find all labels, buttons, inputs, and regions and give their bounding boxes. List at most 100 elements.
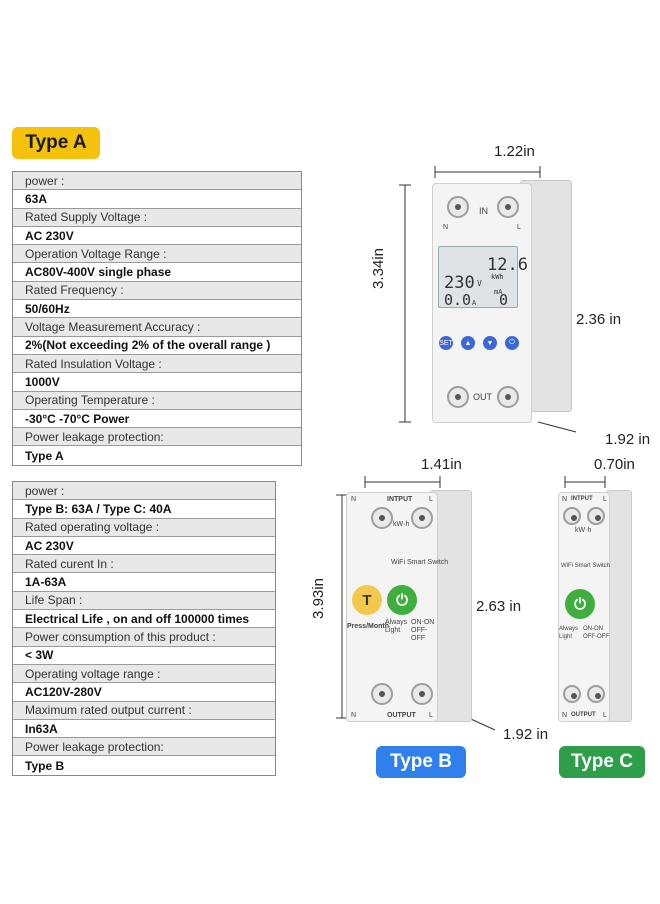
- l-label: L: [603, 496, 607, 503]
- spec-label: Power leakage protection:: [13, 428, 301, 447]
- voltage-unit: V: [477, 279, 482, 288]
- type-b-badge: Type B: [376, 746, 466, 778]
- spec-value: 50/60Hz: [13, 300, 301, 319]
- spec-value: -30°C -70°C Power: [13, 409, 301, 429]
- screw-icon: [447, 196, 469, 218]
- spec-label: Operating voltage range :: [13, 664, 275, 684]
- l-label: L: [429, 496, 433, 503]
- spec-value: AC 230V: [13, 536, 275, 556]
- spec-value: 2%(Not exceeding 2% of the overall range…: [13, 336, 301, 355]
- power-button[interactable]: ⏻: [565, 589, 595, 619]
- type-a-badge: Type A: [12, 127, 100, 159]
- up-arrow-icon[interactable]: ▲: [461, 336, 475, 350]
- type-b-device: N INTPUT L kW·h WiFi Smart Switch T ⏻ Pr…: [346, 492, 448, 722]
- spec-value: AC 230V: [13, 226, 301, 246]
- spec-label: Rated operating voltage :: [13, 518, 275, 537]
- spec-value: < 3W: [13, 646, 275, 665]
- type-a-device: IN N L 230 V 12.6 kWh 0.0 A mA 0 SET ▲ ▼…: [432, 183, 532, 423]
- out-label: OUT: [473, 392, 492, 402]
- type-a-lcd: 230 V 12.6 kWh 0.0 A mA 0: [438, 246, 528, 309]
- screw-icon: [563, 507, 581, 525]
- screw-icon: [371, 683, 393, 705]
- screw-icon: [497, 386, 519, 408]
- screw-icon: [371, 507, 393, 529]
- type-b-width-label: 1.41in: [421, 456, 462, 473]
- energy-value: 12.6: [487, 255, 528, 275]
- always-light-label: Always Light: [559, 626, 579, 640]
- title-label: WiFi Smart Switch: [561, 563, 611, 569]
- spec-label: power :: [13, 482, 275, 501]
- spec-label: Power consumption of this product :: [13, 628, 275, 647]
- kwh-label: kW·h: [393, 521, 410, 528]
- power-button[interactable]: ⏻: [387, 585, 417, 615]
- type-b-height-label: 3.93in: [309, 578, 327, 619]
- screw-icon: [411, 683, 433, 705]
- input-label: INTPUT: [387, 496, 413, 503]
- current-unit: A: [472, 299, 477, 307]
- type-a-depth-label: 1.92 in: [605, 431, 651, 448]
- press-month-label: Press/Month: [347, 623, 390, 630]
- spec-label: Life Span :: [13, 591, 275, 611]
- in-label: IN: [479, 206, 488, 216]
- spec-value: AC120V-280V: [13, 683, 275, 702]
- screw-icon: [447, 386, 469, 408]
- type-b-body-label: 2.63 in: [476, 598, 522, 615]
- set-button[interactable]: SET: [439, 336, 453, 350]
- input-label: INTPUT: [571, 496, 593, 502]
- kwh-label: kW·h: [575, 527, 592, 534]
- type-a-width-label: 1.22in: [494, 143, 535, 160]
- leak-unit: mA: [494, 288, 503, 296]
- spec-value: Type B: 63A / Type C: 40A: [13, 500, 275, 519]
- spec-label: power :: [13, 172, 301, 191]
- type-bc-depth-label: 1.92 in: [503, 726, 549, 743]
- l-label: L: [517, 224, 521, 231]
- leak-value: 0: [499, 291, 509, 309]
- current-value: 0.0: [444, 291, 472, 309]
- spec-label: Rated curent In :: [13, 555, 275, 574]
- spec-value: 1000V: [13, 373, 301, 392]
- spec-label: Rated Insulation Voltage :: [13, 354, 301, 374]
- t-button[interactable]: T: [352, 585, 382, 615]
- spec-label: Power leakage protection:: [13, 738, 275, 757]
- down-arrow-icon[interactable]: ▼: [483, 336, 497, 350]
- type-a-height-label: 3.34in: [369, 248, 387, 289]
- spec-value: AC80V-400V single phase: [13, 263, 301, 282]
- screw-icon: [497, 196, 519, 218]
- spec-value: 63A: [13, 190, 301, 209]
- on-off-label: ON-ON OFF-OFF: [411, 619, 435, 642]
- title-label: WiFi Smart Switch: [391, 559, 449, 566]
- spec-value: Type B: [13, 756, 275, 775]
- on-off-label: ON-ON OFF-OFF: [583, 626, 609, 640]
- spec-value: 1A-63A: [13, 573, 275, 592]
- n-label: N: [351, 712, 357, 719]
- n-label: N: [562, 712, 568, 719]
- type-c-dimension-lines: [564, 476, 606, 488]
- spec-label: Voltage Measurement Accuracy :: [13, 318, 301, 337]
- type-a-body-label: 2.36 in: [576, 311, 622, 328]
- always-light-label: Always Light: [385, 619, 408, 634]
- voltage-value: 230: [444, 273, 475, 293]
- power-icon[interactable]: ⏻: [505, 336, 519, 350]
- spec-label: Operation Voltage Range :: [13, 245, 301, 264]
- type-c-width-label: 0.70in: [594, 456, 635, 473]
- output-label: OUTPUT: [387, 712, 416, 719]
- output-label: OUTPUT: [571, 712, 596, 718]
- spec-label: Operating Temperature :: [13, 391, 301, 410]
- type-c-device: N INTPUT L kW·h WiFi Smart Switch ⏻ Alwa…: [558, 492, 610, 722]
- l-label: L: [429, 712, 433, 719]
- energy-unit: kWh: [491, 273, 504, 281]
- screw-icon: [563, 685, 581, 703]
- screw-icon: [411, 507, 433, 529]
- n-label: N: [443, 224, 449, 231]
- spec-value: In63A: [13, 719, 275, 739]
- screw-icon: [587, 685, 605, 703]
- spec-label: Rated Frequency :: [13, 281, 301, 301]
- n-label: N: [351, 496, 357, 503]
- n-label: N: [562, 496, 568, 503]
- l-label: L: [603, 712, 607, 719]
- spec-label: Maximum rated output current :: [13, 701, 275, 720]
- spec-value: Type A: [13, 446, 301, 465]
- spec-label: Rated Supply Voltage :: [13, 208, 301, 227]
